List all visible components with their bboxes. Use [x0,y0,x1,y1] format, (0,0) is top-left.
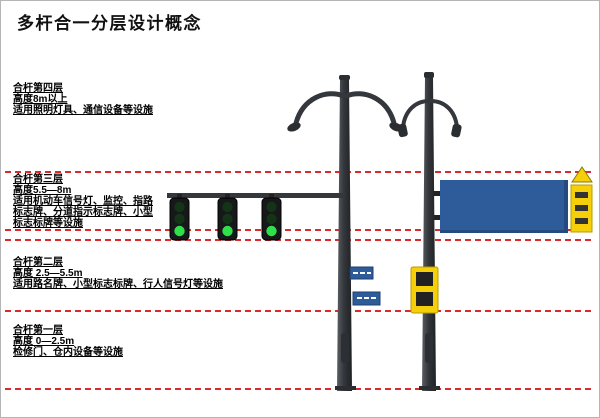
traffic-signal-head-2 [217,194,238,241]
right-pole-cap [424,72,434,78]
street-name-sign-1 [349,266,374,280]
layer3-desc: 适用机动车信号灯、监控、指路标志牌、分道指示标志牌、小型标志标牌等设施 [13,196,153,229]
yellow-lane-sign [570,184,593,233]
boundary-line-5-5m-lower [5,239,595,241]
page-title: 多杆合一分层设计概念 [17,14,202,33]
ground-line [5,388,595,390]
left-lamp-head-left [287,122,301,132]
street-name-sign-2 [352,291,381,306]
right-pole-arm-right [429,99,459,129]
layer2-label: 合杆第二层 高度 2.5—5.5m 适用路名牌、小型标志标牌、行人信号灯等设施 [13,257,275,290]
layer3-label: 合杆第三层 高度5.5—8m 适用机动车信号灯、监控、指路标志牌、分道指示标志牌… [13,174,161,229]
left-pole-base [335,386,356,390]
layer4-name: 合杆第四层 [13,83,63,94]
signal-mast-arm [167,193,345,198]
left-pole-access-door [341,333,349,363]
left-pole-lamp-arm-right [343,91,397,126]
layer1-desc: 检修门、仓内设备等设施 [13,347,123,358]
layer4-desc: 适用照明灯具、通信设备等设施 [13,105,153,116]
layer2-height: 高度 2.5—5.5m [13,268,83,279]
layer1-label: 合杆第一层 高度 0—2.5m 检修门、仓内设备等设施 [13,325,213,358]
layer2-name: 合杆第二层 [13,257,63,268]
guide-sign-board [434,180,568,233]
boundary-line-8m [5,171,595,173]
right-pole-arm-left [401,99,431,129]
layer3-height: 高度5.5—8m [13,185,72,196]
traffic-signal-head-3 [261,194,282,241]
boundary-line-2-5m [5,310,595,312]
layer1-height: 高度 0—2.5m [13,336,75,347]
right-pole-base [419,386,440,390]
left-pole [337,79,352,391]
traffic-signal-head-1 [169,194,190,241]
right-pole-access-door [425,333,433,363]
layer4-label: 合杆第四层 高度8m以上 适用照明灯具、通信设备等设施 [13,83,183,116]
left-pole-cap [339,75,350,80]
warning-triangle-sign [571,166,593,183]
left-pole-lamp-arm-left [293,91,347,126]
layer1-name: 合杆第一层 [13,325,63,336]
camera-fixture-right [451,123,462,138]
layer2-desc: 适用路名牌、小型标志标牌、行人信号灯等设施 [13,279,223,290]
pedestrian-signal-box [410,266,439,314]
layer4-height: 高度8m以上 [13,94,68,105]
layer3-name: 合杆第三层 [13,174,63,185]
boundary-line-5-5m [5,229,595,231]
camera-fixture-left [397,123,408,138]
